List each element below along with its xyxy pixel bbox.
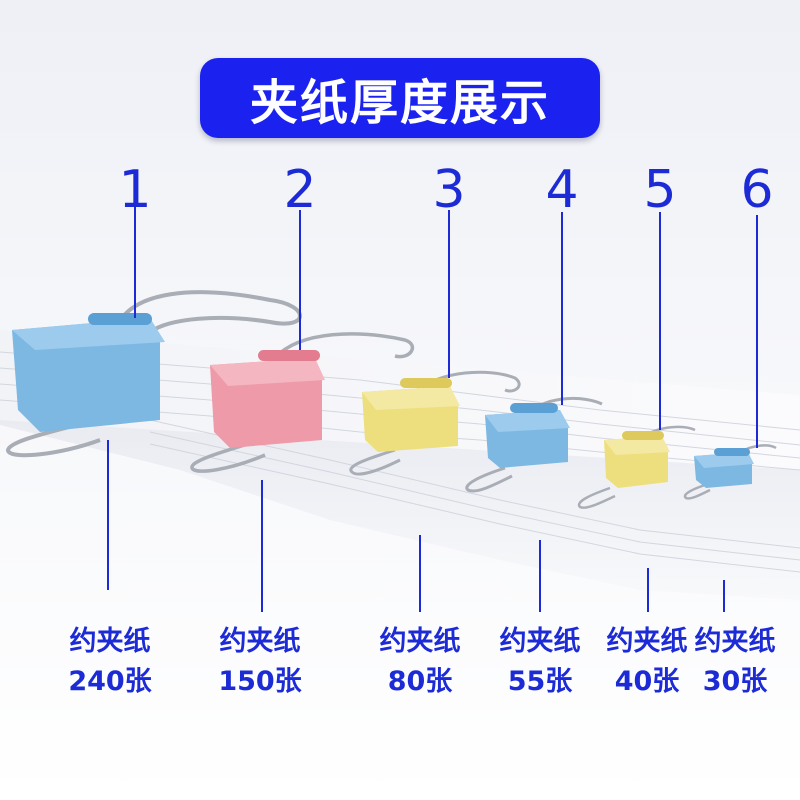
capacity-caption-5: 约夹纸 40张 (582, 622, 712, 702)
capacity-label: 约夹纸 (694, 626, 776, 657)
binder-clip-5 (577, 212, 696, 612)
capacity-count: 240张 (68, 666, 152, 697)
capacity-count: 30张 (702, 666, 768, 697)
binder-clip-3 (349, 210, 521, 612)
clip-number-2: 2 (283, 160, 317, 220)
clip-number-5: 5 (643, 160, 677, 220)
capacity-count: 55张 (507, 666, 573, 697)
capacity-label: 约夹纸 (499, 626, 581, 657)
capacity-count: 80张 (387, 666, 453, 697)
clip-number-3: 3 (432, 160, 466, 220)
capacity-caption-3: 约夹纸 80张 (355, 622, 485, 702)
capacity-caption-2: 约夹纸 150张 (195, 622, 325, 702)
capacity-label: 约夹纸 (379, 626, 461, 657)
capacity-caption-4: 约夹纸 55张 (475, 622, 605, 702)
capacity-caption-6: 约夹纸 30张 (670, 622, 800, 702)
clip-number-6: 6 (740, 160, 774, 220)
capacity-label: 约夹纸 (606, 626, 688, 657)
binder-clip-6 (683, 215, 777, 612)
page-title: 夹纸厚度展示 (249, 75, 550, 131)
capacity-label: 约夹纸 (69, 626, 151, 657)
binder-clip-1 (5, 195, 302, 590)
binder-clip-4 (465, 212, 603, 612)
title-banner: 夹纸厚度展示 (200, 58, 600, 138)
capacity-count: 150张 (218, 666, 302, 697)
capacity-caption-1: 约夹纸 240张 (45, 622, 175, 702)
capacity-label: 约夹纸 (219, 626, 301, 657)
capacity-count: 40张 (614, 666, 680, 697)
clip-number-1: 1 (118, 160, 152, 220)
clip-number-4: 4 (545, 160, 579, 220)
binder-clip-2 (190, 210, 415, 612)
